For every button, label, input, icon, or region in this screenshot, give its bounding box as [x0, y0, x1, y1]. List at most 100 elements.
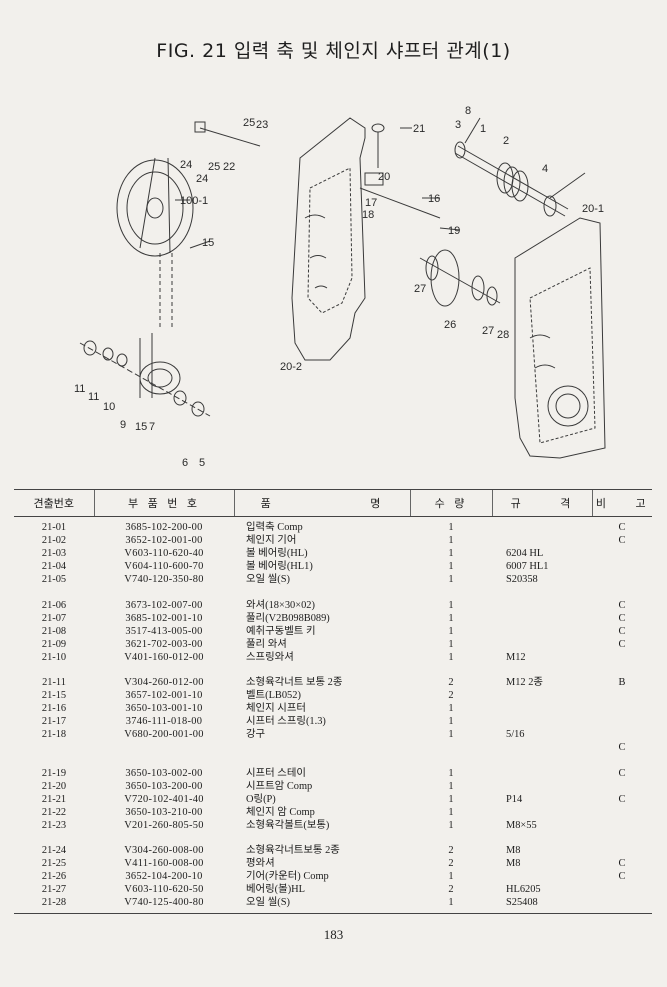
- callout-label: 25: [208, 161, 220, 173]
- note-cell: [592, 896, 652, 909]
- index-no-cell: 21-22: [41, 806, 67, 818]
- callout-label: 15: [135, 421, 147, 433]
- part-name-cell: 오일 씰(S): [246, 897, 290, 909]
- quantity-cell: 1: [448, 535, 454, 547]
- index-no-cell: 21-21: [41, 793, 67, 805]
- callout-label: 1: [480, 123, 486, 135]
- part-name-cell: 풀리(V2B098B089): [246, 612, 330, 624]
- quantity-cell: 1: [448, 767, 454, 779]
- note-cell: C: [618, 793, 626, 805]
- diagram-drawing: 8 3 1 2 21 25 23 24 25 22 24 20 17 18 16…: [74, 105, 606, 469]
- note-cell: B: [618, 676, 626, 688]
- part-name-cell: 체인지 기어: [246, 535, 297, 547]
- spec-cell: M8: [506, 845, 521, 857]
- table-row: C: [14, 741, 652, 754]
- index-no-cell: 21-08: [41, 625, 67, 637]
- page-title: FIG. 21 입력 축 및 체인지 샤프터 관계(1): [156, 40, 511, 62]
- part-number-cell: [94, 741, 234, 754]
- quantity-cell: 1: [448, 599, 454, 611]
- part-name-cell: 강구: [246, 729, 266, 741]
- part-number-cell: V201-260-805-50: [124, 819, 204, 831]
- part-number-cell: V603-110-620-50: [124, 884, 204, 896]
- spec-cell: [492, 689, 592, 702]
- note-cell: C: [618, 625, 626, 637]
- callout-label: 11: [88, 391, 99, 403]
- note-cell: C: [618, 522, 626, 534]
- index-no-cell: 21-27: [41, 884, 67, 896]
- header-spec: 규 격: [491, 489, 592, 517]
- part-number-cell: 3746-111-018-00: [125, 716, 203, 728]
- note-cell: [592, 883, 652, 896]
- exploded-parts-diagram: 8 3 1 2 21 25 23 24 25 22 24 20 17 18 16…: [60, 98, 650, 478]
- note-cell: [592, 819, 652, 832]
- quantity-cell: 1: [448, 703, 454, 715]
- part-number-cell: V740-125-400-80: [124, 897, 204, 909]
- part-number-cell: 3685-102-001-10: [125, 612, 203, 624]
- quantity-cell: 2: [448, 884, 454, 896]
- spec-cell: S20358: [506, 574, 538, 586]
- part-name-cell: 입력축 Comp: [246, 522, 303, 534]
- spec-cell: [492, 612, 592, 625]
- part-name-cell: 시프트암 Comp: [246, 780, 313, 792]
- index-no-cell: 21-20: [41, 780, 67, 792]
- part-number-cell: 3650-103-200-00: [125, 780, 203, 792]
- spec-cell: [492, 702, 592, 715]
- note-cell: [592, 728, 652, 741]
- callout-label: 20-2: [280, 361, 302, 373]
- header-index-no: 견출번호: [14, 489, 94, 517]
- part-number-cell: V401-160-012-00: [124, 651, 204, 663]
- index-no-cell: 21-02: [41, 535, 67, 547]
- part-number-cell: 3657-102-001-10: [125, 690, 203, 702]
- index-no-cell: 21-03: [41, 548, 67, 560]
- spec-cell: M8×55: [506, 819, 537, 831]
- callout-label: 2: [503, 135, 509, 147]
- part-name-cell: 와셔(18×30×02): [246, 599, 315, 611]
- part-name-cell: 시프터 스테이: [246, 767, 306, 779]
- note-cell: C: [618, 858, 626, 870]
- callout-label: 25: [243, 117, 255, 129]
- spec-cell: 5/16: [506, 729, 525, 741]
- part-name-cell: 오일 씰(S): [246, 574, 290, 586]
- note-cell: C: [618, 612, 626, 624]
- quantity-cell: 1: [448, 548, 454, 560]
- part-name-cell: 스프링와셔: [246, 651, 294, 663]
- note-cell: [592, 547, 652, 560]
- spec-cell: 6007 HL1: [506, 561, 549, 573]
- spec-cell: [492, 715, 592, 728]
- quantity-cell: 1: [448, 638, 454, 650]
- spec-cell: [492, 870, 592, 883]
- index-no-cell: 21-26: [41, 871, 67, 883]
- callout-label: 27: [482, 325, 494, 337]
- callout-label: 4: [542, 163, 548, 175]
- spec-cell: 6204 HL: [506, 548, 544, 560]
- quantity-cell: 2: [448, 845, 454, 857]
- note-cell: [592, 560, 652, 573]
- part-number-cell: V740-120-350-80: [124, 574, 204, 586]
- part-number-cell: 3685-102-200-00: [125, 522, 203, 534]
- index-no-cell: 21-10: [41, 651, 67, 663]
- index-no-cell: 21-06: [41, 599, 67, 611]
- part-number-cell: V603-110-620-40: [124, 548, 204, 560]
- spec-cell: [492, 517, 592, 535]
- part-name-cell: 베어링(볼)HL: [246, 884, 306, 896]
- table-bottom-rule: [14, 913, 652, 914]
- part-number-cell: V304-260-008-00: [124, 845, 204, 857]
- part-number-cell: 3673-102-007-00: [125, 599, 203, 611]
- note-cell: [592, 844, 652, 857]
- quantity-cell: 1: [448, 871, 454, 883]
- page-number: 183: [323, 927, 344, 942]
- part-name-cell: 소형육각너트 보통 2종: [246, 676, 343, 688]
- callout-label: 15: [202, 237, 214, 249]
- spec-cell: P14: [506, 793, 523, 805]
- note-cell: [592, 573, 652, 586]
